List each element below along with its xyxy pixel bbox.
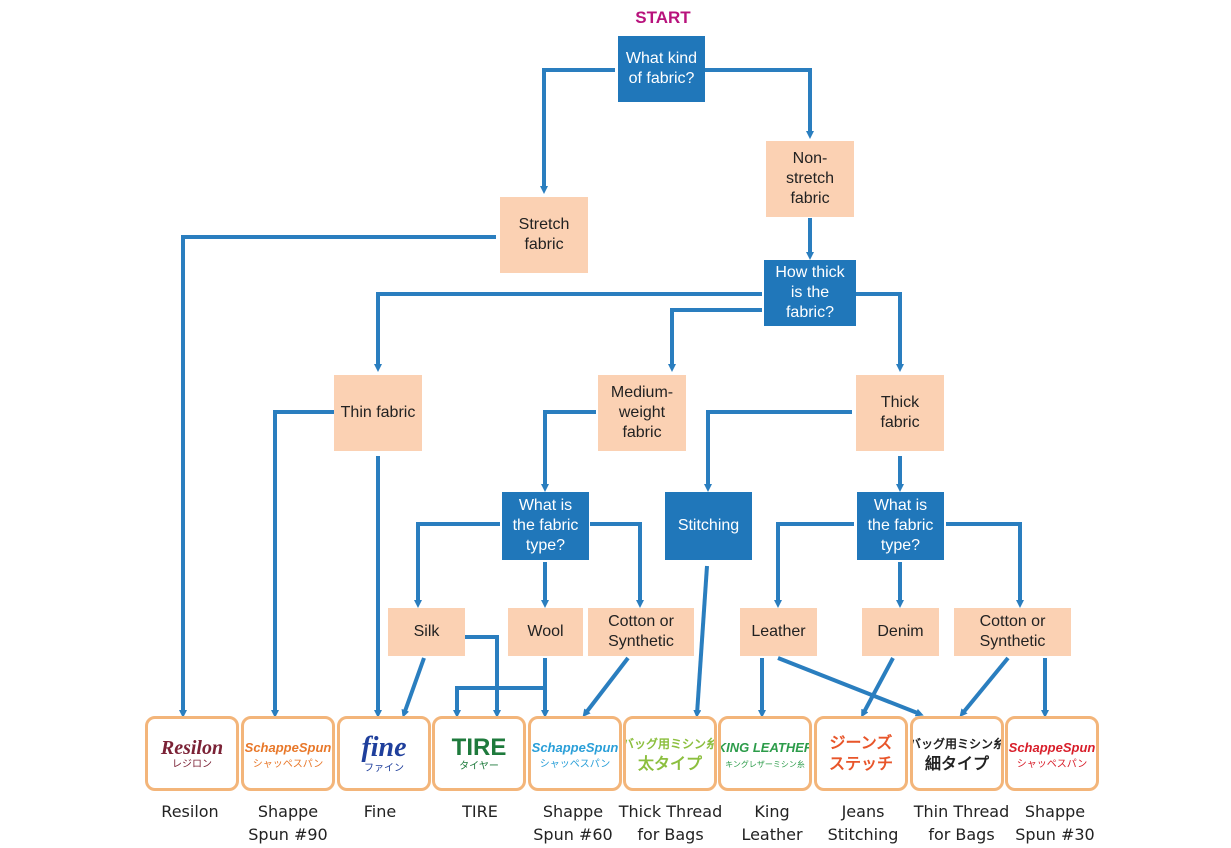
product-logo-thick-thread-bags: バッグ用ミシン糸 太タイプ [623, 716, 717, 791]
arrow-typethick-to-cotton [946, 522, 1024, 608]
start-label: START [635, 8, 691, 27]
node-leather: Leather [740, 608, 817, 656]
caption-fine: Fine [363, 802, 397, 821]
arrow-thin-to-spun90 [271, 410, 334, 718]
node-cotton-synthetic-thick: Cotton or Synthetic [954, 608, 1071, 656]
product-logo-jeans-stitching: ジーンズ ステッチ [814, 716, 908, 791]
arrow-stretch-to-resilon [179, 235, 496, 718]
node-stretch-fabric: Stretch fabric [500, 197, 588, 273]
arrow-typemed-to-silk [414, 522, 500, 608]
arrow-thick-to-medium [668, 308, 762, 372]
arrow-silk-to-tire [465, 635, 501, 718]
arrow-medium-to-type [541, 410, 596, 492]
arrow-thick-to-thickfabric [856, 292, 904, 372]
product-logo-resilon: Resilon レジロン [145, 716, 239, 791]
product-logo-tire: TIRE タイヤー [432, 716, 526, 791]
product-logo-king-leather: KING LEATHER キングレザーミシン糸 [718, 716, 812, 791]
product-logo-schappe-spun-30: SchappeSpun シャッペスパン [1005, 716, 1099, 791]
arrow-wool-to-tire [453, 658, 547, 718]
product-logo-thin-thread-bags: バッグ用ミシン糸 細タイプ [910, 716, 1004, 791]
arrow-leather-to-thinbags [777, 656, 924, 717]
question-fabric-thickness: How thick is the fabric? [764, 260, 856, 326]
arrow-typethick-to-leather [774, 522, 854, 608]
arrow-denim-to-jeans [861, 657, 895, 718]
node-medium-weight-fabric: Medium-weight fabric [598, 375, 686, 451]
arrow-thick-to-thin [374, 292, 762, 372]
node-denim: Denim [862, 608, 939, 656]
node-wool: Wool [508, 608, 583, 656]
arrow-cotton-to-spun60 [582, 656, 630, 718]
product-logo-schappe-spun-60: SchappeSpun シャッペスパン [528, 716, 622, 791]
node-thin-fabric: Thin fabric [334, 375, 422, 451]
arrow-typemed-to-cotton [590, 522, 644, 608]
product-logo-schappe-spun-90: SchappeSpun シャッペスパン [241, 716, 335, 791]
question-fabric-type-medium: What is the fabric type? [502, 492, 589, 560]
arrow-cotton-to-thinbags [959, 656, 1010, 718]
node-stitching: Stitching [665, 492, 752, 560]
arrow-thickfabric-to-stitching [704, 410, 852, 492]
node-non-stretch-fabric: Non-stretch fabric [766, 141, 854, 217]
caption-resilon: Resilon [161, 802, 219, 821]
caption-tire: TIRE [462, 802, 498, 821]
arrow-kind-to-nonstretch [705, 68, 814, 139]
question-fabric-type-thick: What is the fabric type? [857, 492, 944, 560]
arrow-silk-to-fine [401, 657, 426, 718]
arrow-kind-to-stretch [540, 68, 615, 194]
arrow-stitching-to-thickbags [693, 565, 709, 718]
question-fabric-kind: What kind of fabric? [618, 36, 705, 102]
node-thick-fabric: Thick fabric [856, 375, 944, 451]
node-cotton-synthetic-medium: Cotton or Synthetic [588, 608, 694, 656]
product-logo-fine: fine ファイン [337, 716, 431, 791]
node-silk: Silk [388, 608, 465, 656]
